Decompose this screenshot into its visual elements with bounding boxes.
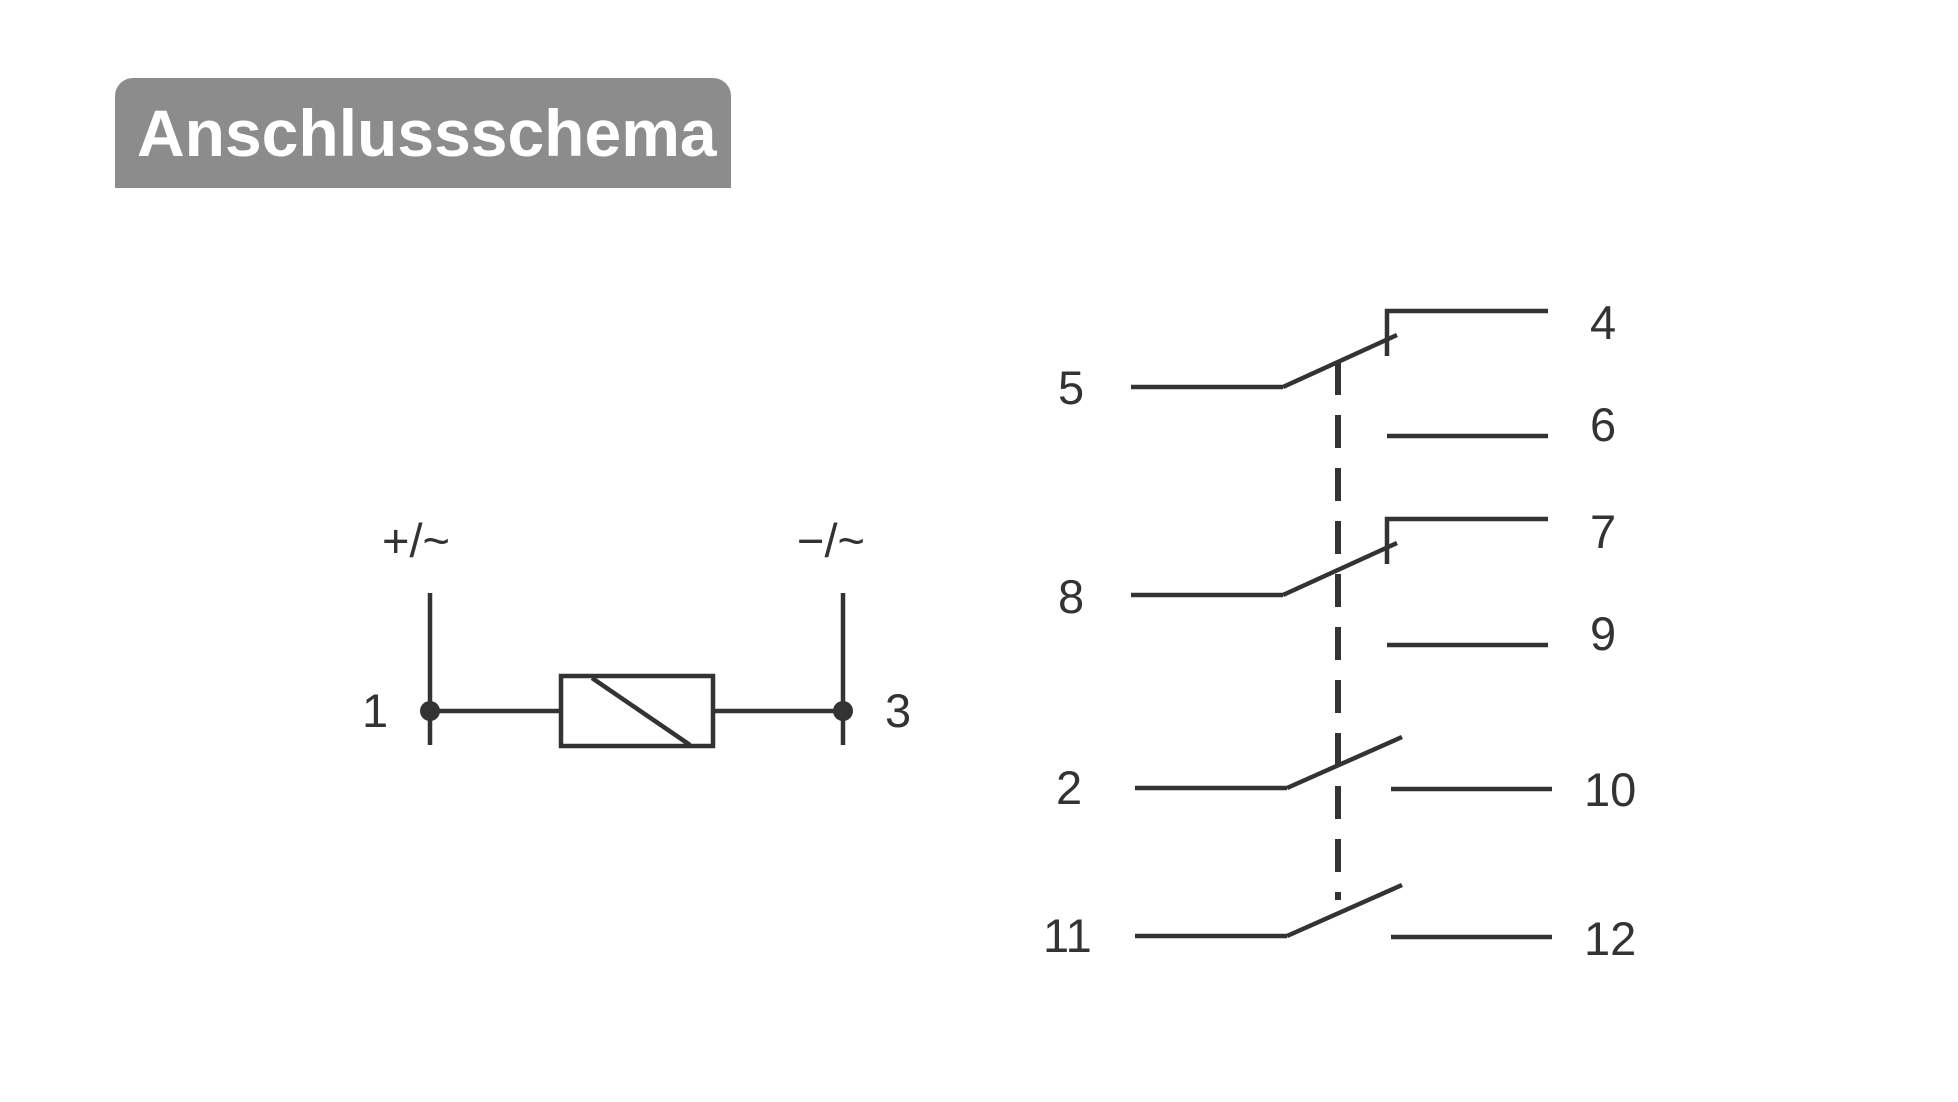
- relay-coil-symbol: [558, 673, 716, 749]
- terminal-label-12: 12: [1584, 912, 1636, 965]
- no-contact-4: 11 12: [1043, 882, 1636, 965]
- changeover-contact-2: 8 7 9: [1058, 505, 1616, 660]
- coil-supply-positive-label: +/~: [382, 514, 450, 567]
- terminal-label-3: 3: [885, 684, 911, 737]
- contact-5-blade: [1282, 332, 1398, 390]
- terminal-label-2: 2: [1056, 761, 1082, 814]
- page-title: Anschlussschema: [137, 96, 717, 170]
- contact-4-nc-wire: [1384, 308, 1548, 356]
- title-badge: Anschlussschema: [115, 78, 731, 188]
- coil-terminal-1-dot: [420, 701, 440, 721]
- relay-contacts: 5 4 6 8 7 9 2 10 11 12: [1043, 296, 1636, 965]
- coil-supply-negative-label: −/~: [797, 514, 865, 567]
- terminal-label-7: 7: [1590, 505, 1616, 558]
- terminal-label-5: 5: [1058, 361, 1084, 414]
- contact-8-blade: [1282, 540, 1398, 598]
- terminal-label-1: 1: [362, 684, 388, 737]
- changeover-contact-1: 5 4 6: [1058, 296, 1616, 451]
- relay-coil-diagonal: [590, 676, 692, 747]
- coil-terminal-3-dot: [833, 701, 853, 721]
- no-contact-3: 2 10: [1056, 734, 1636, 816]
- relay-coil-circuit: +/~ −/~ 1 3: [362, 514, 911, 749]
- terminal-label-8: 8: [1058, 570, 1084, 623]
- contact-7-nc-wire: [1384, 516, 1548, 564]
- contact-11-blade: [1286, 882, 1403, 939]
- terminal-label-10: 10: [1584, 763, 1636, 816]
- terminal-label-6: 6: [1590, 398, 1616, 451]
- terminal-label-4: 4: [1590, 296, 1616, 349]
- terminal-label-11: 11: [1043, 909, 1092, 962]
- contact-2-blade: [1286, 734, 1403, 791]
- terminal-label-9: 9: [1590, 607, 1616, 660]
